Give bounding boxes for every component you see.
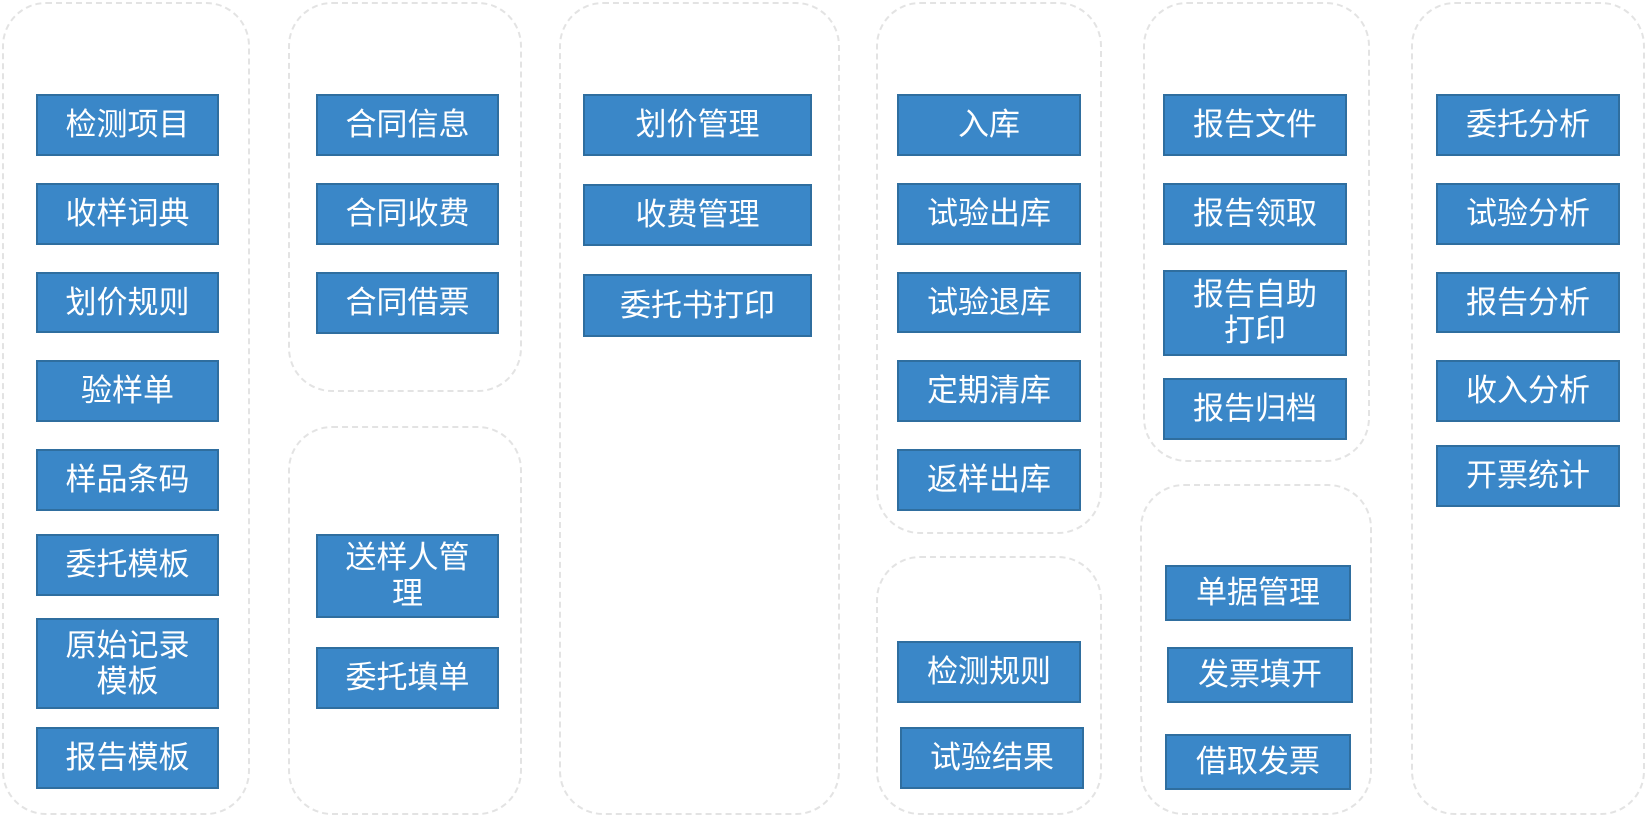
node-commission-template[interactable]: 委托模板 xyxy=(36,534,219,596)
node-test-analysis[interactable]: 试验分析 xyxy=(1436,183,1620,245)
node-sample-barcode[interactable]: 样品条码 xyxy=(36,449,219,511)
node-contract-charges[interactable]: 合同收费 xyxy=(316,183,499,245)
node-sample-inspection-sheet[interactable]: 验样单 xyxy=(36,360,219,422)
group-testing xyxy=(876,556,1102,815)
node-invoice-issue[interactable]: 发票填开 xyxy=(1167,647,1353,703)
node-commission-print[interactable]: 委托书打印 xyxy=(583,274,812,337)
node-stock-in[interactable]: 入库 xyxy=(897,94,1081,156)
node-invoicing-statistics[interactable]: 开票统计 xyxy=(1436,445,1620,507)
group-warehouse xyxy=(876,2,1102,534)
node-document-management[interactable]: 单据管理 xyxy=(1165,565,1351,621)
node-report-template[interactable]: 报告模板 xyxy=(36,727,219,789)
node-income-analysis[interactable]: 收入分析 xyxy=(1436,360,1620,422)
node-contract-info[interactable]: 合同信息 xyxy=(316,94,499,156)
group-basic-setup xyxy=(2,2,250,815)
node-test-stock-out[interactable]: 试验出库 xyxy=(897,183,1081,245)
group-report xyxy=(1143,2,1370,462)
node-test-items[interactable]: 检测项目 xyxy=(36,94,219,156)
node-pricing-management[interactable]: 划价管理 xyxy=(583,94,812,156)
group-commission xyxy=(288,426,522,815)
node-test-stock-return[interactable]: 试验退库 xyxy=(897,272,1081,333)
node-report-self-print[interactable]: 报告自助 打印 xyxy=(1163,270,1347,356)
node-report-archive[interactable]: 报告归档 xyxy=(1163,378,1347,440)
node-contract-invoice-borrow[interactable]: 合同借票 xyxy=(316,272,499,334)
node-invoice-borrow[interactable]: 借取发票 xyxy=(1165,734,1351,790)
node-report-collection[interactable]: 报告领取 xyxy=(1163,183,1347,245)
node-commission-form[interactable]: 委托填单 xyxy=(316,647,499,709)
group-pricing xyxy=(559,2,840,815)
group-statistics xyxy=(1411,2,1645,815)
node-report-analysis[interactable]: 报告分析 xyxy=(1436,272,1620,333)
node-sender-management[interactable]: 送样人管 理 xyxy=(316,534,499,618)
node-commission-analysis[interactable]: 委托分析 xyxy=(1436,94,1620,156)
node-sample-dictionary[interactable]: 收样词典 xyxy=(36,183,219,245)
group-invoice xyxy=(1140,484,1372,815)
node-sample-return-out[interactable]: 返样出库 xyxy=(897,449,1081,511)
node-pricing-rules[interactable]: 划价规则 xyxy=(36,272,219,333)
node-original-record-template[interactable]: 原始记录 模板 xyxy=(36,618,219,709)
node-test-rules[interactable]: 检测规则 xyxy=(897,641,1081,703)
node-test-results[interactable]: 试验结果 xyxy=(900,727,1084,789)
node-periodic-clearance[interactable]: 定期清库 xyxy=(897,360,1081,422)
node-report-files[interactable]: 报告文件 xyxy=(1163,94,1347,156)
node-charge-management[interactable]: 收费管理 xyxy=(583,184,812,246)
group-contract xyxy=(288,2,522,392)
